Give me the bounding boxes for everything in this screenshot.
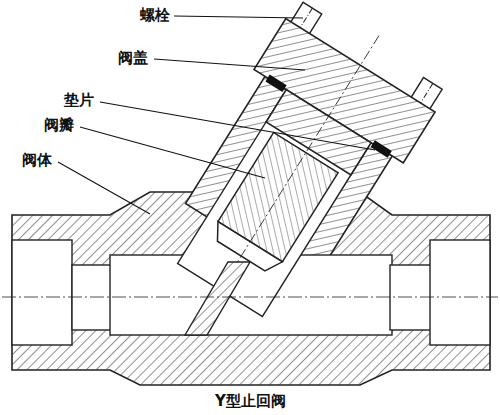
part-label: 阀瓣	[42, 116, 76, 134]
centerline	[2, 297, 498, 298]
part-label: 螺栓	[138, 6, 172, 24]
part-label: 阀盖	[116, 49, 150, 67]
part-label: 垫片	[62, 91, 96, 109]
seat-web	[185, 262, 250, 335]
part-label: 阀体	[20, 151, 54, 169]
bonnet-internals	[140, 0, 454, 345]
caption: Y型止回阀	[215, 392, 286, 410]
leader-lines	[58, 16, 375, 214]
